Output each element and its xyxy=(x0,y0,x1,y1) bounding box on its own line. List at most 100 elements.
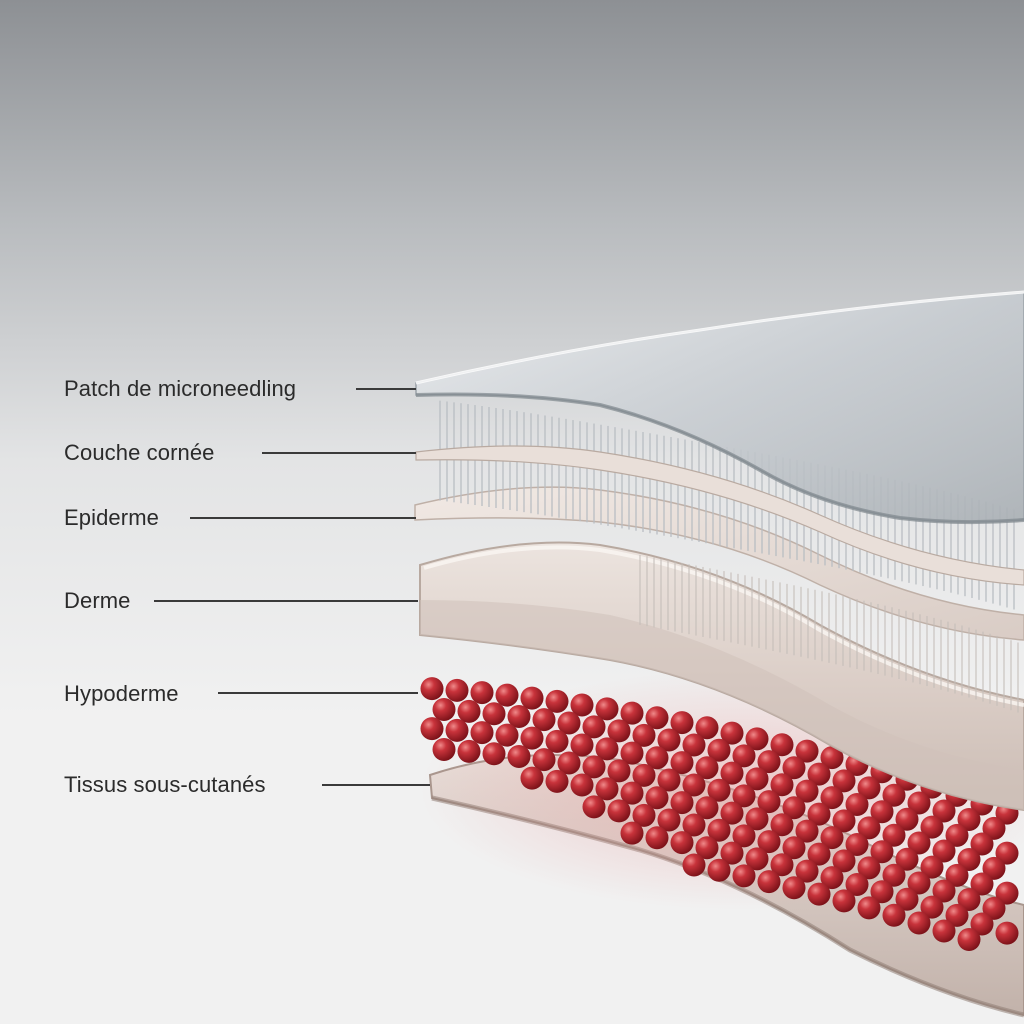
hypodermis-cell xyxy=(720,721,744,745)
hypodermis-cell xyxy=(470,721,494,745)
hypodermis-cell xyxy=(782,796,806,820)
hypodermis-cell xyxy=(770,733,794,757)
label-patch: Patch de microneedling xyxy=(64,376,297,401)
hypodermis-cell xyxy=(445,678,469,702)
hypodermis-cell xyxy=(645,706,669,730)
hypodermis-cell xyxy=(520,686,544,710)
hypodermis-cell xyxy=(757,750,781,774)
hypodermis-cell xyxy=(907,871,931,895)
hypodermis-cell xyxy=(607,759,631,783)
label-dermis: Derme xyxy=(64,588,131,613)
hypodermis-cells xyxy=(420,677,1019,951)
hypodermis-cell xyxy=(445,718,469,742)
hypodermis-cell xyxy=(807,802,831,826)
hypodermis-cell xyxy=(970,832,994,856)
hypodermis-cell xyxy=(670,791,694,815)
hypodermis-cell xyxy=(595,697,619,721)
hypodermis-cell xyxy=(832,809,856,833)
hypodermis-cell xyxy=(970,912,994,936)
hypodermis-cell xyxy=(670,751,694,775)
hypodermis-cell xyxy=(932,839,956,863)
hypodermis-cell xyxy=(932,879,956,903)
epidermis-layer xyxy=(414,486,1024,641)
hypodermis-cell xyxy=(582,715,606,739)
hypodermis-cell xyxy=(657,768,681,792)
hypodermis-cell xyxy=(757,870,781,894)
hypodermis-cell xyxy=(870,880,894,904)
hypodermis-cell xyxy=(920,895,944,919)
hypodermis-cell xyxy=(682,733,706,757)
hypodermis-cell xyxy=(920,855,944,879)
hypodermis-cell xyxy=(482,702,506,726)
hypodermis-cell xyxy=(720,801,744,825)
hypodermis-cell xyxy=(495,723,519,747)
hypodermis-cell xyxy=(620,701,644,725)
hypodermis-cell xyxy=(682,813,706,837)
hypodermis-cell xyxy=(570,773,594,797)
hypodermis-cell xyxy=(770,853,794,877)
hypodermis-cell xyxy=(732,864,756,888)
label-epidermis: Epiderme xyxy=(64,505,159,530)
hypodermis-cell xyxy=(545,729,569,753)
hypodermis-cell xyxy=(957,807,981,831)
hypodermis-cell xyxy=(820,786,844,810)
hypodermis-cell xyxy=(757,790,781,814)
hypodermis-cell xyxy=(932,919,956,943)
hypodermis-cell xyxy=(607,799,631,823)
hypodermis-cell xyxy=(907,831,931,855)
hypodermis-cell xyxy=(507,704,531,728)
hypodermis-cell xyxy=(520,726,544,750)
hypodermis-cell xyxy=(945,863,969,887)
hypodermis-cell xyxy=(720,761,744,785)
label-stratum-corneum: Couche cornée xyxy=(64,440,215,465)
label-hypodermis: Hypoderme xyxy=(64,681,179,706)
hypodermis-cell xyxy=(570,733,594,757)
hypodermis-cell xyxy=(420,717,444,741)
leader-line-stratum-corneum xyxy=(262,452,416,454)
stratum-corneum-layer xyxy=(415,445,1024,586)
hypodermis-cell xyxy=(945,903,969,927)
hypodermis-cell xyxy=(757,830,781,854)
leader-line-hypodermis xyxy=(218,692,418,694)
hypodermis-cell xyxy=(470,681,494,705)
hypodermis-cell xyxy=(857,816,881,840)
hypodermis-cell xyxy=(845,792,869,816)
hypodermis-cell xyxy=(820,866,844,890)
hypodermis-cell xyxy=(995,881,1019,905)
patch-front-edge xyxy=(415,392,1024,525)
hypodermis-cell xyxy=(570,693,594,717)
hypodermis-cell xyxy=(645,746,669,770)
hypodermis-cell xyxy=(795,819,819,843)
hypodermis-cell xyxy=(557,711,581,735)
hypodermis-cell xyxy=(632,723,656,747)
hypodermis-cell xyxy=(932,799,956,823)
hypodermis-cell xyxy=(982,856,1006,880)
hypodermis-cell xyxy=(895,887,919,911)
hypodermis-cell xyxy=(607,719,631,743)
hypodermis-cell xyxy=(645,786,669,810)
hypodermis-cell xyxy=(720,841,744,865)
hypodermis-cell xyxy=(957,927,981,951)
leader-line-dermis xyxy=(154,600,418,602)
hypodermis-cell xyxy=(432,697,456,721)
hypodermis-cell xyxy=(557,751,581,775)
hypodermis-cell xyxy=(870,800,894,824)
hypodermis-cell xyxy=(857,896,881,920)
patch-edge-highlight xyxy=(415,290,1024,385)
hypodermis-cell xyxy=(545,689,569,713)
hypodermis-cell xyxy=(807,882,831,906)
leader-line-patch xyxy=(356,388,416,390)
hypodermis-cell xyxy=(432,737,456,761)
hypodermis-cell xyxy=(707,818,731,842)
hypodermis-cell xyxy=(532,708,556,732)
hypodermis-cell xyxy=(457,699,481,723)
hypodermis-cell xyxy=(970,872,994,896)
hypodermis-cell xyxy=(995,921,1019,945)
label-subcutaneous: Tissus sous-cutanés xyxy=(64,772,266,797)
hypodermis-cell xyxy=(657,808,681,832)
hypodermis-cell xyxy=(707,858,731,882)
hypodermis-cell xyxy=(670,711,694,735)
hypodermis-cell xyxy=(545,769,569,793)
hypodermis-cell xyxy=(820,746,844,770)
hypodermis-cell xyxy=(495,683,519,707)
